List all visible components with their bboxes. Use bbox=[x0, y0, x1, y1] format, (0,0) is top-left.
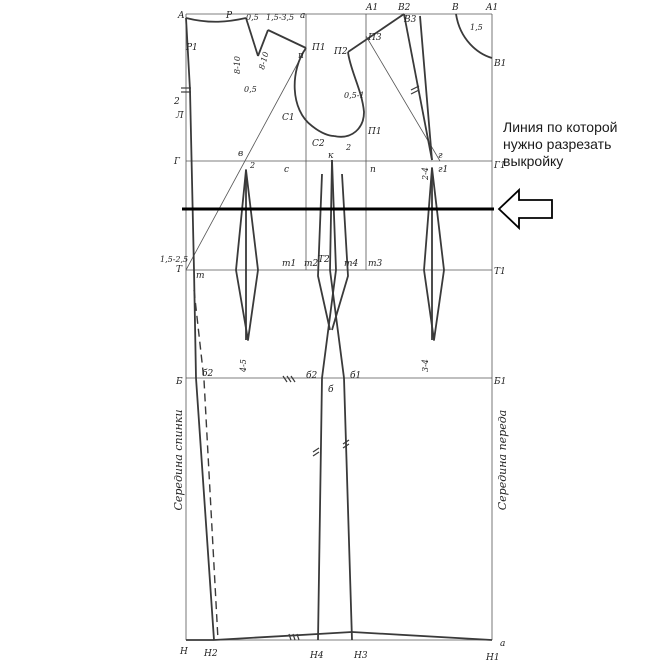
label-A1r: A1 bbox=[485, 3, 498, 13]
label-a: a bbox=[300, 11, 305, 21]
label-r2: 1,5-3,5 bbox=[266, 13, 294, 22]
label-A: A bbox=[177, 11, 185, 21]
pattern-outline bbox=[185, 13, 493, 641]
point-labels: A P 0,5 1,5-3,5 a A1 B2 B A1 P1 8-10 8-1… bbox=[160, 3, 506, 663]
label-G: Г bbox=[173, 157, 181, 167]
label-g2: 2 bbox=[249, 161, 255, 170]
label-n: n bbox=[298, 51, 304, 61]
label-H4: H4 bbox=[309, 651, 324, 661]
side-label-back: Середина спинки bbox=[172, 409, 185, 510]
label-b1: б1 bbox=[350, 370, 361, 381]
label-r1: 0,5 bbox=[246, 13, 259, 22]
label-v45: 4-5 bbox=[239, 359, 248, 373]
label-B3: B3 bbox=[403, 15, 417, 25]
hash-marks bbox=[181, 85, 420, 641]
label-p: п bbox=[370, 165, 376, 175]
side-label-front: Середина переда bbox=[496, 410, 509, 511]
center-back-dashed-line bbox=[193, 289, 219, 641]
label-g1: г1 bbox=[438, 165, 448, 175]
label-P: P bbox=[225, 11, 233, 21]
label-A1: A1 bbox=[365, 3, 378, 13]
label-d2: 8-10 bbox=[257, 51, 270, 71]
label-c2: 2 bbox=[345, 143, 351, 152]
label-half1: 0,5 bbox=[244, 85, 257, 94]
annotation-line-2: нужно разрезать bbox=[503, 136, 612, 152]
label-t4: т4 bbox=[344, 259, 359, 269]
label-P3: П3 bbox=[367, 33, 382, 43]
label-t1: т1 bbox=[282, 259, 296, 269]
label-H1: H1 bbox=[485, 653, 500, 663]
label-d1: 8-10 bbox=[233, 56, 242, 74]
label-P1: P1 bbox=[185, 43, 198, 53]
label-H3: H3 bbox=[353, 651, 368, 661]
label-T1: Т1 bbox=[494, 267, 506, 277]
cut-line-annotation: Линия по которой нужно разрезать выкройк… bbox=[503, 119, 663, 170]
annotation-line-1: Линия по которой bbox=[503, 119, 618, 135]
label-H: H bbox=[179, 647, 188, 657]
label-G1: Г1 bbox=[493, 161, 506, 171]
label-t1525: 1,5-2,5 bbox=[160, 255, 188, 264]
construction-grid bbox=[185, 13, 493, 641]
label-b2b: б2 bbox=[306, 370, 317, 381]
label-B-left: Б bbox=[175, 377, 183, 387]
label-t2: т2 bbox=[304, 259, 319, 269]
label-C2: C2 bbox=[312, 139, 325, 149]
label-k: к bbox=[328, 151, 334, 161]
annotation-line-3: выкройку bbox=[503, 153, 564, 169]
label-g24: 2-4 bbox=[421, 167, 430, 181]
label-c: c bbox=[284, 165, 289, 175]
label-v34: 3-4 bbox=[421, 359, 430, 372]
label-T: T bbox=[176, 265, 183, 275]
label-B1: B1 bbox=[493, 59, 506, 69]
label-P1b: П1 bbox=[367, 127, 382, 137]
label-P2: П2 bbox=[333, 47, 348, 57]
label-t3: т3 bbox=[368, 259, 383, 269]
label-t: т bbox=[196, 271, 205, 281]
label-P2l: П1 bbox=[311, 43, 326, 53]
label-L: Л bbox=[175, 111, 184, 121]
label-B: B bbox=[451, 3, 459, 13]
label-v15: 1,5 bbox=[470, 23, 483, 32]
label-a-bottom: a bbox=[500, 639, 505, 649]
label-B2: B2 bbox=[397, 3, 411, 13]
label-H2: H2 bbox=[203, 649, 218, 659]
label-g: г bbox=[438, 151, 443, 161]
label-b2: б2 bbox=[202, 368, 213, 379]
arrow-left-icon bbox=[497, 187, 553, 231]
label-C1: C1 bbox=[282, 113, 295, 123]
label-v: в bbox=[238, 149, 243, 159]
label-half2: 0,5-1 bbox=[344, 91, 365, 100]
label-B1r: Б1 bbox=[493, 377, 506, 387]
label-m2: 2 bbox=[173, 97, 180, 107]
label-b: б bbox=[328, 384, 334, 395]
label-T2: Т2 bbox=[318, 255, 330, 265]
